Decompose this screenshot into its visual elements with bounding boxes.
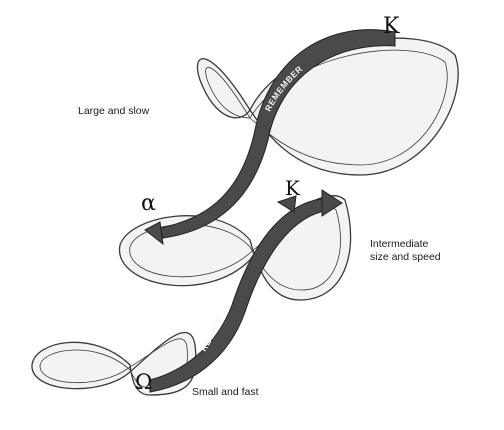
intermediate-cycle-label: Intermediate size and speed (370, 238, 441, 264)
intermediate-label-line1: Intermediate (370, 238, 429, 250)
omega-symbol: Ω (135, 370, 153, 394)
intermediate-label-line2: size and speed (370, 251, 441, 263)
large-cycle-label: Large and slow (78, 105, 150, 117)
kappa-symbol-top: K (383, 14, 400, 39)
kappa-symbol-middle: K (285, 176, 300, 200)
alpha-symbol: α (141, 191, 156, 216)
small-cycle-label: Small and fast (192, 386, 259, 398)
